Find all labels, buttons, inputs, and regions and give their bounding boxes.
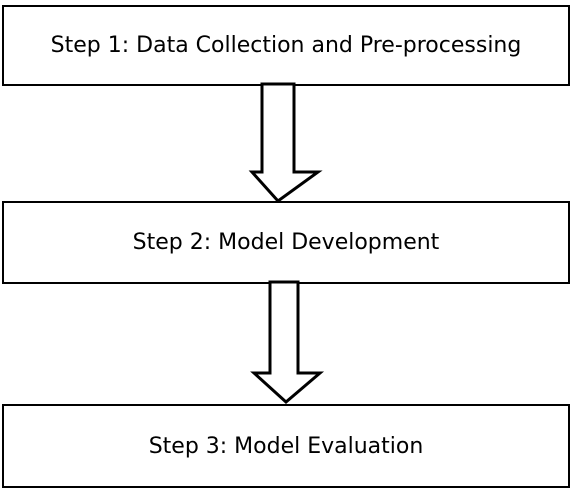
step-2-label: Step 2: Model Development	[132, 230, 440, 255]
down-arrow-1	[248, 82, 323, 204]
step-3-box: Step 3: Model Evaluation	[2, 404, 570, 488]
step-1-box: Step 1: Data Collection and Pre-processi…	[2, 5, 570, 86]
step-3-label: Step 3: Model Evaluation	[148, 433, 424, 459]
step-1-label: Step 1: Data Collection and Pre-processi…	[50, 33, 522, 58]
step-2-box: Step 2: Model Development	[2, 201, 570, 284]
down-arrow-2	[250, 280, 325, 404]
